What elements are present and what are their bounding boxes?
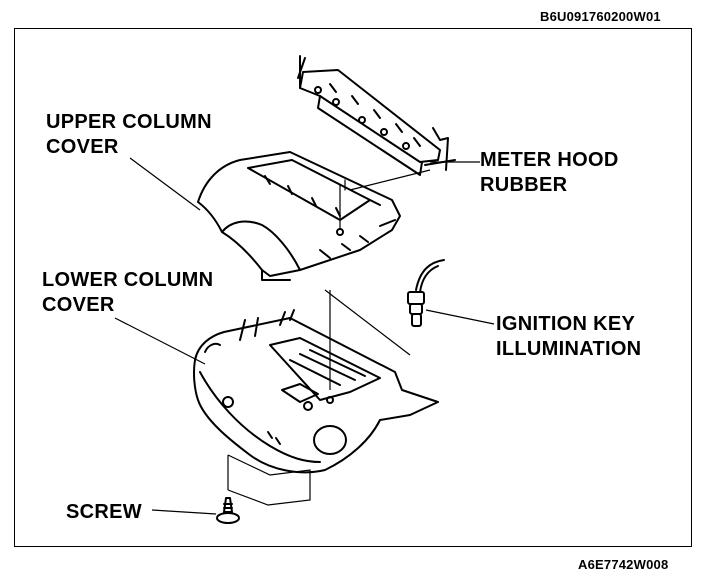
lower-column-cover-label: LOWER COLUMN COVER	[42, 268, 213, 318]
diagram-code-bottom: A6E7742W008	[578, 557, 669, 572]
upper-column-cover-label: UPPER COLUMN COVER	[46, 110, 212, 160]
meter-hood-rubber-label: METER HOOD RUBBER	[480, 148, 619, 198]
label-line: COVER	[46, 136, 119, 158]
ignition-key-illumination-part	[407, 259, 445, 327]
screw-label: SCREW	[66, 501, 142, 523]
screw-part	[216, 497, 240, 524]
label-line: ILLUMINATION	[496, 338, 642, 360]
label-line: IGNITION KEY	[496, 313, 636, 335]
meter-hood-guide	[349, 169, 431, 191]
ignition-leader	[425, 309, 495, 325]
screw-leader	[151, 509, 217, 515]
label-line: COVER	[42, 294, 115, 316]
lower-column-cover-part	[193, 309, 439, 474]
meter-hood-rubber-part	[297, 55, 456, 176]
label-line: RUBBER	[480, 174, 568, 196]
screw-guide-box	[227, 454, 311, 506]
label-line: METER HOOD	[480, 149, 619, 171]
ignition-guide	[324, 289, 411, 356]
diagram-frame	[14, 28, 692, 547]
label-line: UPPER COLUMN	[46, 111, 212, 133]
diagram-code-top: B6U091760200W01	[540, 9, 661, 24]
lower-cover-leader	[114, 317, 206, 365]
label-line: LOWER COLUMN	[42, 269, 214, 291]
upper-column-cover-part	[197, 151, 401, 281]
upper-cover-leader	[129, 157, 201, 211]
ignition-key-illumination-label: IGNITION KEY ILLUMINATION	[496, 312, 641, 362]
